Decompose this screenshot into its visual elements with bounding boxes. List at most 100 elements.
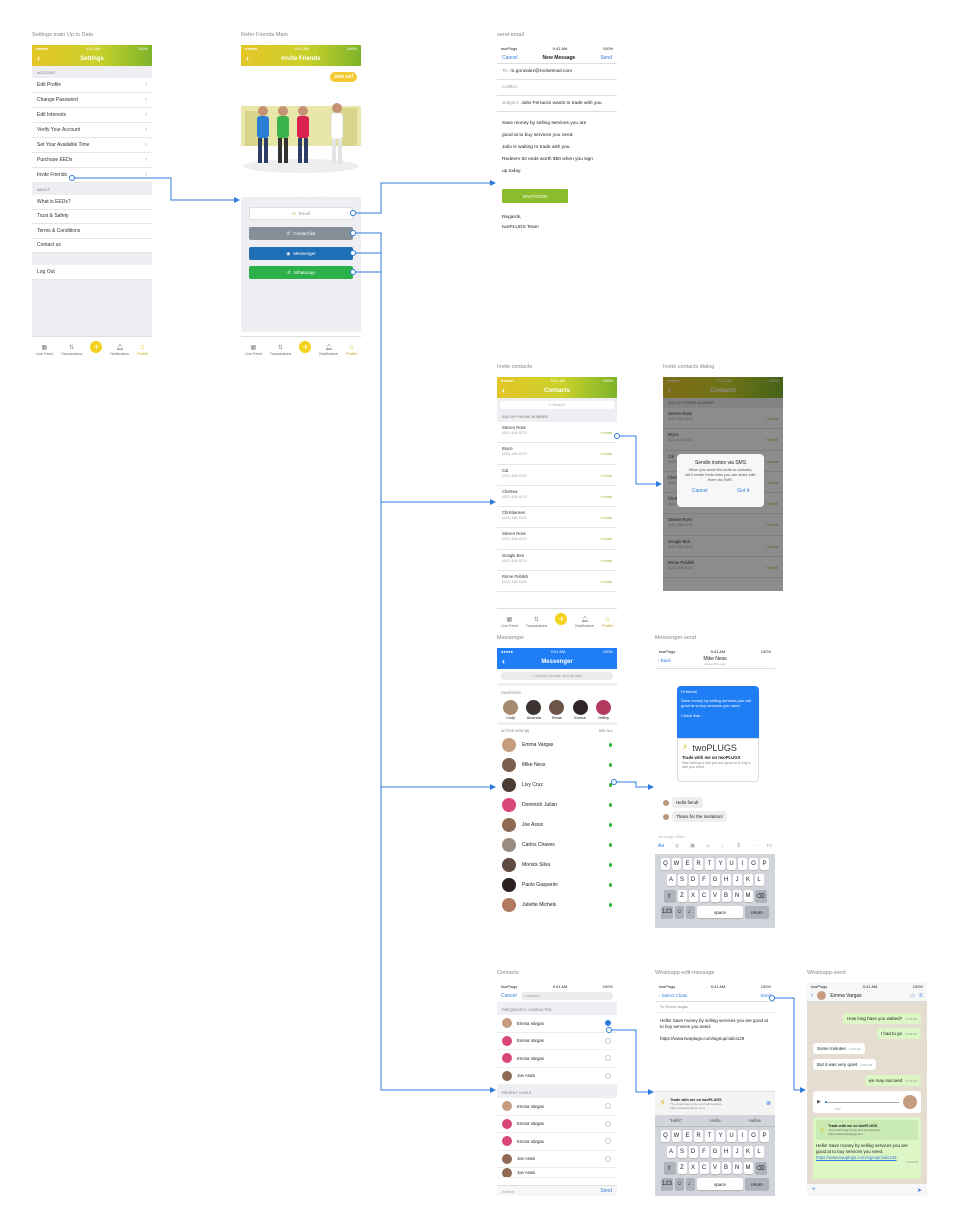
tab-profile[interactable]: ☺Profile: [602, 617, 613, 628]
contact-list-button[interactable]: ✆Contact list: [249, 227, 353, 240]
key-y[interactable]: Y: [716, 1130, 725, 1142]
settings-item-change-password[interactable]: Change Password›: [32, 93, 152, 108]
key-x[interactable]: X: [688, 890, 698, 902]
suggestion[interactable]: "Hells": [669, 1118, 683, 1123]
key-r[interactable]: R: [694, 858, 703, 870]
invite-button[interactable]: + Invite: [598, 430, 612, 435]
space-key[interactable]: space: [697, 1178, 743, 1190]
phone-icon[interactable]: ✆: [918, 992, 923, 999]
search-input[interactable]: ⌕ Search: [520, 992, 613, 1000]
back-button[interactable]: ‹ Select Chats: [659, 993, 688, 998]
emoji-key[interactable]: ☺: [675, 906, 684, 918]
invitation-button[interactable]: INVITATION: [502, 189, 568, 203]
key-f[interactable]: F: [699, 1146, 709, 1158]
text-icon[interactable]: Aa: [658, 843, 665, 849]
send-button[interactable]: Send: [600, 1188, 612, 1194]
sticker-icon[interactable]: ☺: [705, 843, 711, 849]
key-l[interactable]: L: [754, 874, 764, 886]
key-p[interactable]: P: [760, 1130, 769, 1142]
delete-key[interactable]: ⌫: [754, 890, 767, 902]
search-input[interactable]: ⌕ Search: [500, 401, 614, 409]
image-icon[interactable]: ▣: [690, 843, 695, 849]
key-s[interactable]: S: [677, 1146, 687, 1158]
key-h[interactable]: H: [721, 1146, 731, 1158]
plus-icon[interactable]: +: [812, 1187, 816, 1193]
emoji-key[interactable]: ☺: [675, 1178, 684, 1190]
shift-key[interactable]: ⇧: [663, 1162, 676, 1174]
key-z[interactable]: Z: [677, 890, 687, 902]
invite-button[interactable]: + Invite: [598, 557, 612, 563]
key-u[interactable]: U: [727, 858, 736, 870]
tab-notification[interactable]: 🔔︎Notification: [110, 345, 130, 356]
voice-message[interactable]: ▶ 0:02: [813, 1091, 921, 1113]
list-item[interactable]: Livy Cruz: [497, 775, 617, 795]
key-u[interactable]: U: [727, 1130, 736, 1142]
tab-profile[interactable]: ☺Profile: [346, 345, 357, 356]
settings-item-purchase-eeds[interactable]: Purchase EEDs›: [32, 153, 152, 168]
back-icon[interactable]: ‹: [811, 992, 814, 999]
list-item[interactable]: Emma Vargas: [497, 1133, 617, 1151]
list-item[interactable]: Monick Silva: [497, 855, 617, 875]
favorite-contact[interactable]: Ethan: [549, 700, 565, 720]
invite-button[interactable]: + Invite: [764, 437, 778, 443]
invite-button[interactable]: + Invite: [764, 416, 778, 421]
list-item[interactable]: Emma Vargas: [497, 1015, 617, 1033]
return-key[interactable]: return: [745, 906, 769, 918]
key-n[interactable]: N: [732, 1162, 742, 1174]
space-key[interactable]: space: [697, 906, 743, 918]
tab-transactions[interactable]: ⇅Transactions: [525, 617, 548, 628]
key-c[interactable]: C: [699, 1162, 709, 1174]
list-item[interactable]: Emma Vargas: [497, 1116, 617, 1133]
add-button[interactable]: +: [90, 341, 103, 353]
message-link[interactable]: https://www.twoplugs.com/signup/Julio129: [660, 1036, 745, 1042]
see-all-link[interactable]: SEE ALL: [598, 729, 613, 733]
key-i[interactable]: I: [738, 858, 747, 870]
key-j[interactable]: J: [732, 874, 742, 886]
key-r[interactable]: R: [694, 1130, 703, 1142]
cc-field[interactable]: Cc/Bcc:: [497, 80, 617, 96]
invite-button[interactable]: + Invite: [764, 479, 778, 485]
message-text[interactable]: Hello! Save money by selling services yo…: [660, 1018, 769, 1030]
key-q[interactable]: Q: [661, 1130, 670, 1142]
whatsapp-button[interactable]: ✆WhatsApp: [249, 266, 353, 279]
back-icon[interactable]: ‹: [246, 53, 249, 63]
numbers-key[interactable]: 123: [661, 906, 673, 918]
invite-button[interactable]: + Invite: [598, 579, 612, 585]
favorite-contact[interactable]: Amanda: [526, 700, 542, 720]
favorite-contact[interactable]: Eunice: [572, 700, 588, 720]
key-a[interactable]: A: [666, 874, 676, 886]
shift-key[interactable]: ⇧: [663, 890, 676, 902]
invite-button[interactable]: + Invite: [598, 536, 612, 542]
cancel-button[interactable]: Cancel: [501, 993, 517, 999]
back-button[interactable]: ‹ Back: [658, 658, 671, 663]
invite-button[interactable]: + Invite: [598, 493, 612, 499]
list-item[interactable]: Emma Vargas: [497, 1098, 617, 1116]
close-icon[interactable]: ⊗: [765, 1101, 771, 1107]
invite-button[interactable]: + Invite: [764, 543, 778, 549]
tab-live-feed[interactable]: ▦Live Feed: [36, 345, 53, 356]
to-field[interactable]: To:m.gonzalez@rocketmail.com: [497, 64, 617, 80]
key-b[interactable]: B: [721, 890, 731, 902]
dialog-ok-button[interactable]: Got it: [737, 487, 750, 494]
search-input[interactable]: ⌕ Search people and groups: [501, 672, 613, 680]
list-item[interactable]: Emma Vargas: [497, 1050, 617, 1068]
key-e[interactable]: E: [683, 1130, 692, 1142]
settings-item-available-time[interactable]: Set Your Available Time›: [32, 138, 152, 153]
list-item[interactable]: Juliette Michels: [497, 895, 617, 915]
key-k[interactable]: K: [743, 874, 753, 886]
key-y[interactable]: Y: [716, 858, 725, 870]
logout-button[interactable]: Log Out: [32, 265, 152, 280]
send-button[interactable]: Send: [600, 54, 612, 61]
numbers-key[interactable]: 123: [661, 1178, 673, 1190]
key-v[interactable]: V: [710, 890, 720, 902]
key-d[interactable]: D: [688, 1146, 698, 1158]
list-item[interactable]: Joe Assis: [497, 1168, 617, 1178]
back-icon[interactable]: ‹: [668, 385, 671, 395]
suggestion[interactable]: Hello: [710, 1118, 721, 1123]
key-i[interactable]: I: [738, 1130, 747, 1142]
favorite-contact[interactable]: Jeffery: [595, 700, 611, 720]
key-t[interactable]: T: [705, 1130, 714, 1142]
list-item[interactable]: Dominick Julian: [497, 795, 617, 815]
tab-live-feed[interactable]: ▦Live Feed: [245, 345, 262, 356]
